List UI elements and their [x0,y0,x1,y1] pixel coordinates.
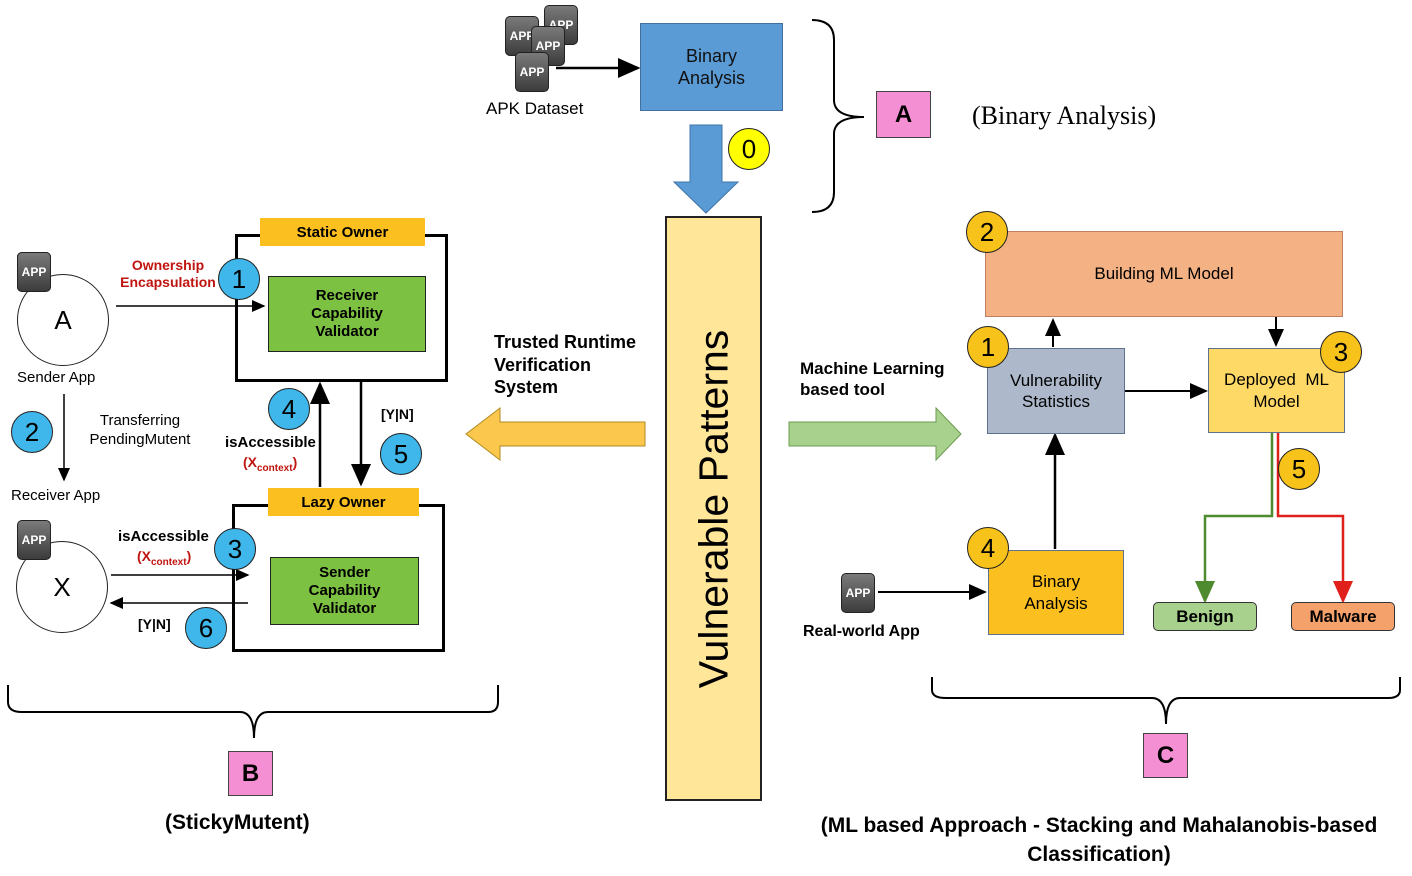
step-c5-badge: 5 [1278,448,1320,490]
malware-box: Malware [1291,602,1395,631]
x-context-label-upper: (Xcontext) [243,454,298,474]
vulnerability-statistics-box: Vulnerability Statistics [987,348,1125,434]
step-b2-badge: 2 [11,411,53,453]
step-c3-badge: 3 [1320,331,1362,373]
building-ml-model-box: Building ML Model [985,231,1343,317]
section-b-title: (StickyMutent) [165,811,310,834]
step-0-badge: 0 [728,128,770,170]
sender-app-circle: A [17,274,109,366]
app-icon: APP [841,573,875,613]
yn-label-lower: [Y|N] [138,616,171,632]
binary-analysis-box: Binary Analysis [640,23,783,111]
step-c1-badge: 1 [967,326,1009,368]
vulnerable-patterns-box: Vulnerable Patterns [665,216,762,801]
brace-c [931,677,1401,725]
step-b5-badge: 5 [380,433,422,475]
receiver-validator-box: Receiver Capability Validator [268,276,426,352]
step-b6-badge: 6 [185,607,227,649]
step-b4-badge: 4 [268,388,310,430]
brace-a [811,19,865,213]
is-accessible-label-upper: isAccessible [225,434,316,451]
app-icon: APP [515,52,549,92]
benign-box: Benign [1153,602,1257,631]
green-right-arrow [788,406,962,462]
ownership-encapsulation-label: Ownership Encapsulation [120,257,216,290]
x-context-label-lower: (Xcontext) [137,548,192,568]
receiver-app-label: Receiver App [11,487,101,504]
tag-b: B [228,751,273,796]
step-c2-badge: 2 [966,211,1008,253]
vulnerable-patterns-label: Vulnerable Patterns [690,329,736,688]
blue-down-arrow [672,124,740,214]
step-b3-badge: 3 [214,528,256,570]
yellow-left-arrow [465,406,646,462]
app-icon: APP [17,252,51,292]
step-b1-badge: 1 [218,258,260,300]
static-owner-label: Static Owner [260,218,425,246]
apk-dataset-label: APK Dataset [486,99,584,118]
lazy-owner-label: Lazy Owner [268,488,419,516]
ml-tool-label: Machine Learning based tool [800,359,945,400]
transferring-label: Transferring PendingMutent [89,412,191,448]
tag-a: A [876,91,931,138]
yn-label-upper: [Y|N] [381,406,414,422]
app-icon: APP [17,520,51,560]
binary-analysis-c-box: Binary Analysis [988,550,1124,635]
sender-validator-box: Sender Capability Validator [270,557,419,625]
trusted-runtime-label: Trusted Runtime Verification System [494,332,637,397]
sender-app-label: Sender App [17,369,96,386]
brace-b [7,685,499,739]
app-icon: APP [531,26,565,66]
section-c-title: (ML based Approach - Stacking and Mahala… [820,814,1378,867]
to-benign-line [1195,433,1274,604]
real-world-app-label: Real-world App [803,623,920,640]
tag-c: C [1143,733,1188,778]
step-c4-badge: 4 [967,527,1009,569]
is-accessible-label-lower: isAccessible [118,528,209,545]
section-a-title: (Binary Analysis) [972,101,1157,130]
